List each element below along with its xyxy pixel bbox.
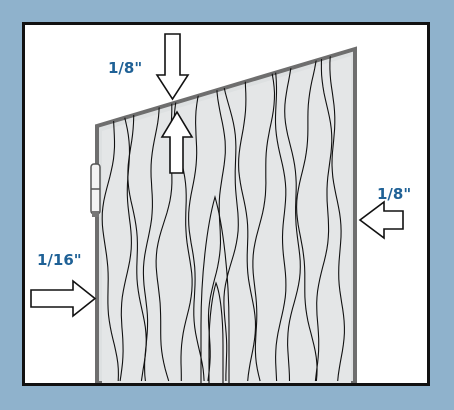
arrow-left-icon <box>358 200 404 240</box>
grain-line <box>329 49 345 382</box>
left-gap-label: 1/16" <box>37 251 82 269</box>
grain-line <box>188 49 206 382</box>
arrow-up-icon <box>160 110 194 174</box>
grain-line <box>284 49 301 382</box>
door-diagram <box>30 33 404 383</box>
grain-line <box>296 49 319 382</box>
door-leaf <box>95 46 357 383</box>
grain-knot-inner <box>208 281 224 383</box>
grain-knot <box>200 194 230 383</box>
diagram-panel: 1/8" 1/8" 1/16" <box>22 22 430 386</box>
grain-line <box>252 49 276 382</box>
grain-line <box>238 49 257 382</box>
right-gap-label: 1/8" <box>377 185 412 203</box>
arrow-right-icon <box>30 279 97 318</box>
arrow-down-icon <box>155 33 190 101</box>
top-gap-label: 1/8" <box>108 59 143 77</box>
grain-line <box>221 49 239 381</box>
hinge-icon <box>90 163 101 217</box>
grain-line <box>314 49 333 382</box>
grain-line <box>270 49 287 382</box>
